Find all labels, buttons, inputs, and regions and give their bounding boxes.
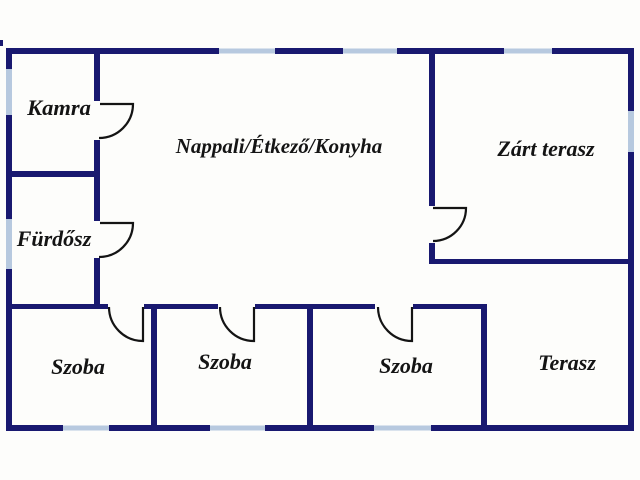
outer-top-wall-segment-4 [552, 48, 634, 54]
outer-bottom-wall-segment-4 [431, 425, 634, 431]
outer-right-wall-segment-2 [628, 152, 634, 431]
szoba3-terasz-wall [481, 304, 487, 425]
kamra-nappali-wall-lower [94, 258, 100, 309]
szoba1-szoba2-wall [151, 309, 157, 425]
szoba3-label: Szoba [379, 353, 433, 378]
szoba1-label: Szoba [51, 354, 105, 379]
outer-bottom-wall-segment-3 [265, 425, 374, 431]
outer-bottom-wall-segment-1 [6, 425, 63, 431]
kamra-label: Kamra [26, 95, 91, 120]
szoba2-door [218, 306, 256, 343]
zartterasz-bottom-wall [429, 259, 628, 264]
outer-left-wall-segment-3 [6, 269, 12, 431]
window-bottom-szoba2 [210, 425, 265, 431]
window-top-nappali-1 [219, 48, 275, 54]
outer-left-wall-segment-2 [6, 115, 12, 219]
szoba3-door [376, 306, 414, 343]
window-bottom-szoba3 [374, 425, 431, 431]
szoba1-door [107, 306, 145, 343]
nappali-zartterasz-wall-lower [429, 243, 435, 264]
edge-artifact [0, 40, 3, 46]
room-row-top-wall-segment-2 [144, 304, 218, 309]
kamra-nappali-wall-upper [94, 54, 100, 101]
outer-right-wall-segment-1 [628, 48, 634, 111]
room-row-top-wall-segment-1 [12, 304, 108, 309]
window-left-kamra [6, 69, 12, 115]
window-top-zartterasz [504, 48, 552, 54]
kamra-door [98, 102, 135, 140]
furdoszoba-label: Fürdősz [16, 226, 92, 251]
room-row-top-wall-segment-3 [255, 304, 375, 309]
outer-top-wall-segment-1 [6, 48, 219, 54]
outer-bottom-wall-segment-2 [109, 425, 210, 431]
nappali-zartterasz-wall-upper [429, 54, 435, 206]
furdoszoba-door [98, 221, 135, 259]
outer-left-wall-segment-1 [6, 48, 12, 69]
window-bottom-szoba1 [63, 425, 109, 431]
kamra-nappali-wall-middle [94, 140, 100, 221]
kamra-furdoszoba-wall [12, 171, 94, 177]
terasz-label: Terasz [538, 350, 596, 375]
szoba2-label: Szoba [198, 349, 252, 374]
nappali-label: Nappali/Étkező/Konyha [175, 134, 383, 158]
zartterasz-door [432, 206, 468, 243]
outer-top-wall-segment-3 [397, 48, 504, 54]
outer-top-wall-segment-2 [275, 48, 343, 54]
zartterasz-label: Zárt terasz [496, 136, 595, 161]
window-left-furdoszoba [6, 219, 12, 269]
window-top-nappali-2 [343, 48, 397, 54]
window-right-zartterasz [628, 111, 634, 152]
szoba2-szoba3-wall [307, 309, 313, 425]
room-row-top-wall-segment-4 [413, 304, 487, 309]
